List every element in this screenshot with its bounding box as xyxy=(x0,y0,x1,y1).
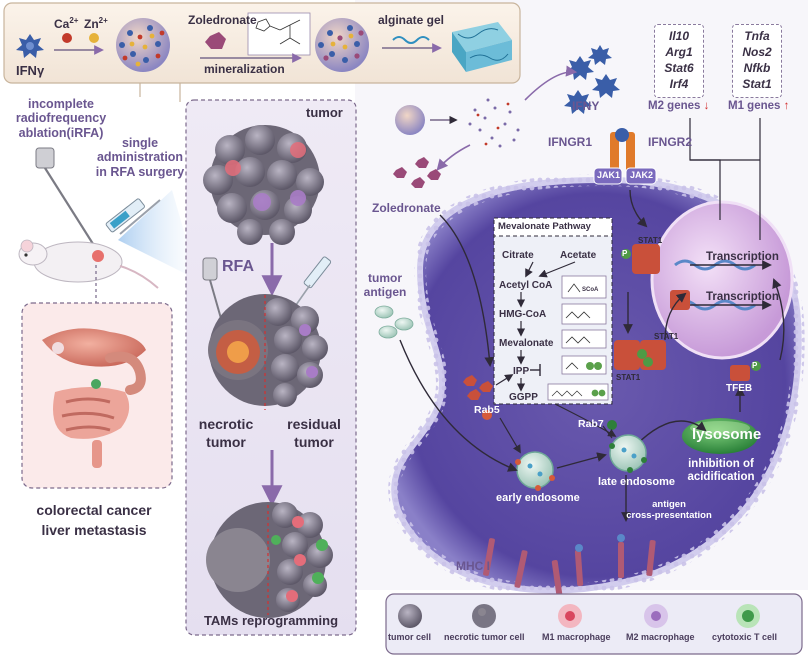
p-label-1: P xyxy=(622,249,628,258)
transcription-label-2: Transcription xyxy=(706,291,779,303)
mevalonate-title: Mevalonate Pathway xyxy=(498,221,591,232)
scoa-label: SCoA xyxy=(582,287,599,293)
calcium-ion-icon xyxy=(62,33,72,43)
stat1-label-3: STAT1 xyxy=(616,373,641,382)
ifny-cluster xyxy=(564,45,620,114)
single-administration-label: single administration in RFA surgery xyxy=(95,136,185,179)
reprogrammed-tumor xyxy=(206,502,333,618)
nanoparticle-icon xyxy=(116,18,170,72)
top-synthesis-panel xyxy=(3,2,521,102)
irfa-label: incomplete radiofrequency ablation(iRFA) xyxy=(15,97,107,140)
mineralized-nanoparticle-icon xyxy=(315,18,369,72)
crc-liver-metastasis-label: colorectal cancer liver metastasis xyxy=(36,502,152,538)
ifn-gamma-label: IFNγ xyxy=(16,63,45,78)
rfa-probe-icon xyxy=(35,147,101,256)
mevalonate-step-acetate: Acetate xyxy=(560,250,597,261)
ifn-gamma-icon xyxy=(16,34,44,58)
lysosome-label: lysosome xyxy=(692,426,762,443)
zoledronate-icon xyxy=(205,32,226,49)
ifngr2-label: IFNGR2 xyxy=(648,135,693,149)
legend-necrotic-cell-label: necrotic tumor cell xyxy=(444,632,525,642)
rfa-label: RFA xyxy=(222,258,254,275)
rfa-probe-icon-2 xyxy=(202,257,218,281)
m1-gene-box: Tnfa Nos2 Nfkb Stat1 xyxy=(732,24,782,98)
necrotic-tumor-label: necrotic tumor xyxy=(198,416,254,450)
ifngr-receptor xyxy=(593,128,657,185)
zoledronate-structure xyxy=(247,12,311,56)
mhc-i-molecules xyxy=(483,538,656,596)
stat1-label-2: STAT1 xyxy=(654,332,679,341)
m1-up-arrow: ↑ xyxy=(733,96,739,110)
stat1-label-1: STAT1 xyxy=(638,236,663,245)
residual-tumor-label: residual tumor xyxy=(287,416,341,450)
legend-tumor-cell-label: tumor cell xyxy=(388,632,432,642)
zinc-ion-icon xyxy=(89,33,99,43)
calcium-label: Ca2+ xyxy=(54,16,79,31)
mevalonate-step-ipp: IPP xyxy=(513,366,530,377)
tumor-antigen-vesicles xyxy=(374,305,414,339)
zoledronate-label-right: Zoledronate xyxy=(372,201,441,215)
mevalonate-step-ggpp: GGPP xyxy=(509,392,538,403)
mevalonate-step-hmg-coa: HMG-CoA xyxy=(499,309,547,320)
zoledronate-internalized xyxy=(463,375,493,400)
early-endosome-label: early endosome xyxy=(496,492,580,504)
antigen-cross-presentation-label: antigen cross-presentation xyxy=(626,499,712,521)
zoledronate-label-top: Zoledronate xyxy=(188,13,257,27)
p-label-2: P xyxy=(752,361,758,370)
tumor-antigen-label: tumor antigen xyxy=(363,271,407,299)
late-endosome-label: late endosome xyxy=(598,476,676,488)
stat1-dimer-2 xyxy=(614,340,666,370)
legend-cytotoxic-t-label: cytotoxic T cell xyxy=(712,632,778,642)
rab7-label: Rab7 xyxy=(578,418,604,430)
tumor-label: tumor xyxy=(306,105,343,120)
zoledronate-molecules xyxy=(393,157,441,188)
legend-tumor-cell-icon xyxy=(398,604,422,628)
alginate-strand-icon xyxy=(392,36,430,44)
stat1-dimer-1 xyxy=(621,244,660,274)
m1-genes-label: M1 genes ↑ xyxy=(728,100,790,112)
mineralization-label: mineralization xyxy=(204,62,285,76)
legend-m1-label: M1 macrophage xyxy=(542,632,611,642)
mevalonate-step-acetyl-coa: Acetyl CoA xyxy=(499,280,553,291)
rab5-icon xyxy=(482,410,492,420)
tfeb-protein xyxy=(730,361,761,381)
left-surgery-panel xyxy=(18,147,198,489)
ifny-label: IFNY xyxy=(572,99,600,113)
rab5-label: Rab5 xyxy=(474,404,500,416)
syringe-icon xyxy=(105,198,161,235)
m2-genes-label: M2 genes ↓ xyxy=(648,100,710,112)
alginate-gel-label: alginate gel xyxy=(378,13,445,27)
dispersing-nanoparticle xyxy=(395,65,578,171)
mevalonate-pathway-panel xyxy=(493,217,613,405)
ifngr1-label: IFNGR1 xyxy=(548,135,593,149)
tumor-cluster xyxy=(203,125,324,245)
mevalonate-step-mevalonate: Mevalonate xyxy=(499,338,554,349)
jak1-label: JAK1 xyxy=(597,170,621,180)
rab7-icon xyxy=(607,420,617,430)
mhc-i-label: MHC I xyxy=(456,559,490,573)
legend-panel xyxy=(385,593,803,655)
late-endosome-icon xyxy=(609,434,647,473)
mouse-icon xyxy=(18,239,159,289)
transcription-label-1: Transcription xyxy=(706,251,779,263)
middle-tumor-panel xyxy=(185,99,357,636)
legend-m2-label: M2 macrophage xyxy=(626,632,695,642)
tams-reprogramming-label: TAMs reprogramming xyxy=(203,613,339,628)
syringe-icon-2 xyxy=(295,256,332,306)
tfeb-label: TFEB xyxy=(726,383,753,394)
alginate-gel-icon xyxy=(452,22,512,72)
zinc-label: Zn2+ xyxy=(84,16,108,31)
inhibition-acidification-label: inhibition of acidification xyxy=(687,458,755,484)
injection-beam xyxy=(118,190,198,280)
ablated-tumor xyxy=(208,294,328,410)
m2-gene-box: Il10 Arg1 Stat6 Irf4 xyxy=(654,24,704,98)
legend-necrotic-cell-icon xyxy=(472,604,496,628)
jak2-label: JAK2 xyxy=(630,170,654,180)
liver-intestine-icon xyxy=(42,328,146,468)
mevalonate-step-citrate: Citrate xyxy=(502,250,534,261)
